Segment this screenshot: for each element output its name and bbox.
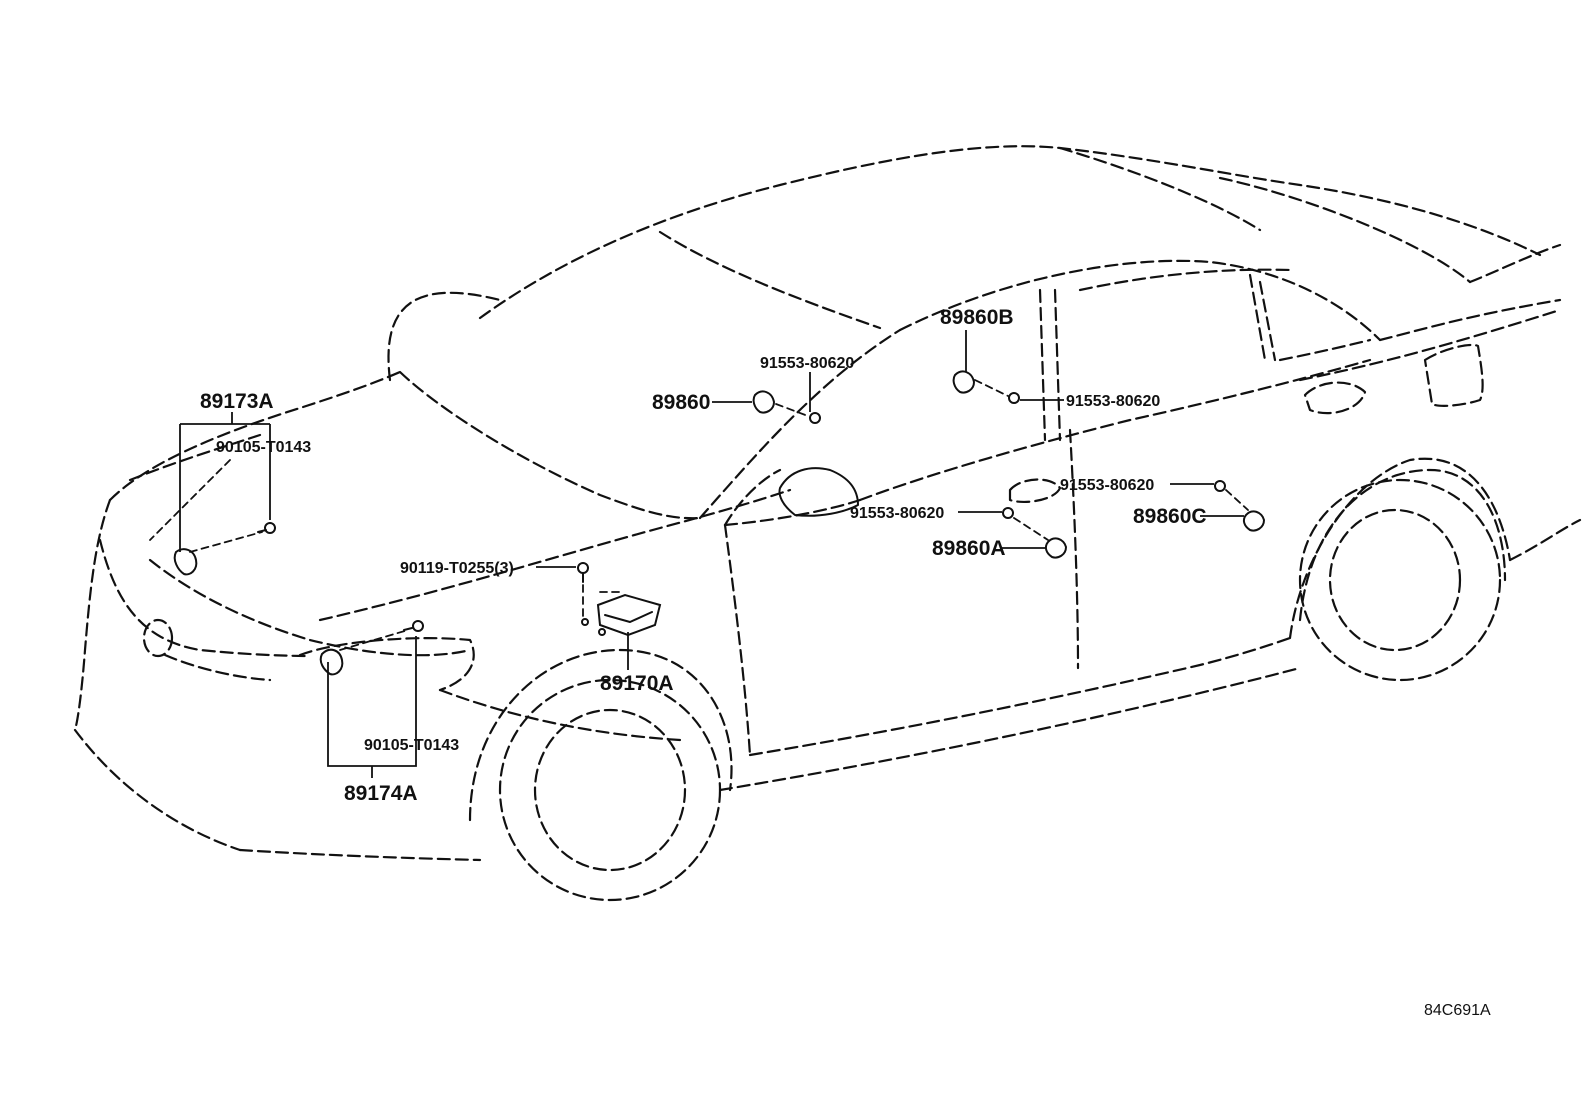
bolt-90119-T0255[interactable]: [577, 562, 589, 583]
leader-lines: [149, 330, 1244, 778]
car-body-outline: [73, 145, 1582, 862]
bolt-90105-T0143-bottom[interactable]: [403, 620, 424, 632]
label-89860A: 89860A: [932, 537, 1006, 560]
sensor-89174A[interactable]: [319, 648, 344, 676]
rear-wheel: [1298, 468, 1507, 682]
label-91553-80620-b: 91553-80620: [1066, 393, 1160, 410]
label-89174A: 89174A: [344, 782, 418, 805]
bolt-90105-T0143-top[interactable]: [257, 522, 276, 534]
label-91553-80620-d: 91553-80620: [850, 505, 944, 522]
airbag-ecu-89170A[interactable]: [581, 593, 662, 637]
part-labels: 89173A 90105-T0143 89860 91553-80620 898…: [200, 306, 1207, 805]
front-wheel: [468, 648, 733, 902]
label-90119-T0255: 90119-T0255(3): [400, 560, 514, 577]
sensor-89860C[interactable]: [1242, 510, 1266, 532]
sensor-89173A[interactable]: [173, 548, 198, 576]
bolt-91553-80620-b[interactable]: [1008, 392, 1020, 404]
label-90105-T0143-bottom: 90105-T0143: [364, 737, 459, 754]
bolt-91553-80620-c[interactable]: [1214, 480, 1226, 492]
label-89173A: 89173A: [200, 390, 274, 413]
sensor-89860A[interactable]: [1044, 537, 1068, 559]
label-89860C: 89860C: [1133, 505, 1207, 528]
sensor-89860B[interactable]: [952, 370, 976, 394]
label-89170A: 89170A: [600, 672, 674, 695]
bolt-91553-80620-a[interactable]: [809, 412, 821, 424]
bolt-91553-80620-d[interactable]: [1002, 507, 1014, 519]
diagram-code: 84C691A: [1424, 1002, 1491, 1019]
label-90105-T0143-top: 90105-T0143: [216, 439, 311, 456]
label-89860: 89860: [652, 391, 710, 414]
label-91553-80620-a: 91553-80620: [760, 355, 854, 372]
label-91553-80620-c: 91553-80620: [1060, 477, 1154, 494]
label-89860B: 89860B: [940, 306, 1014, 329]
sensor-89860[interactable]: [752, 390, 776, 414]
